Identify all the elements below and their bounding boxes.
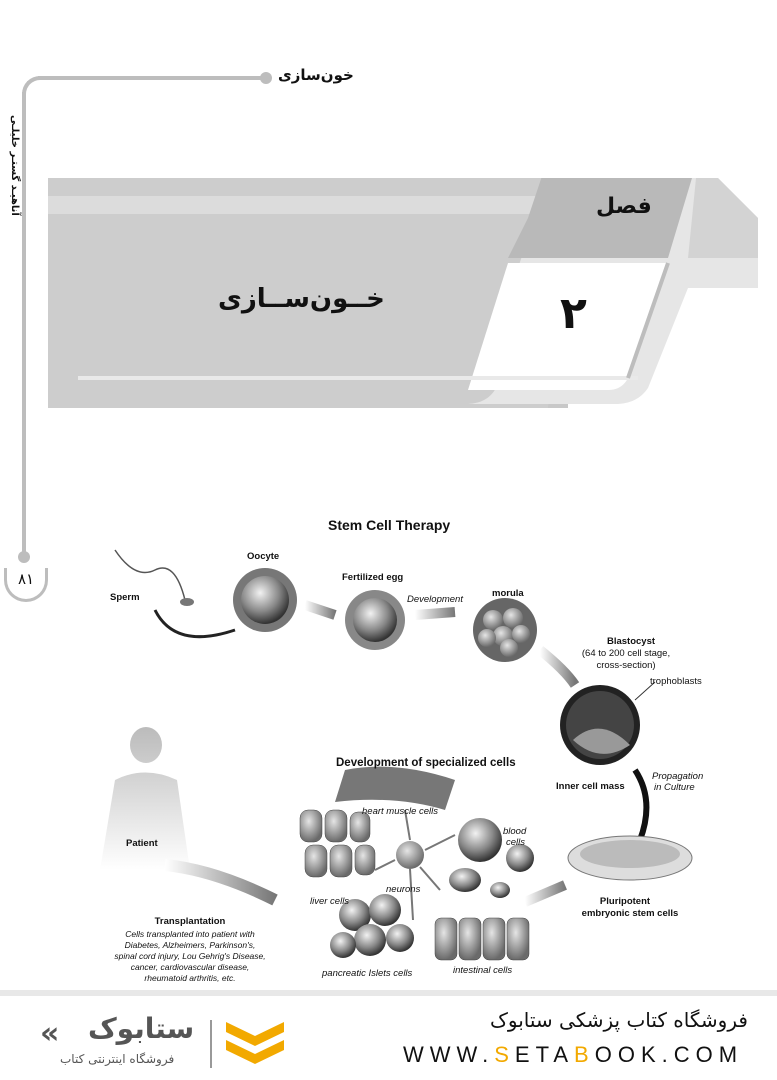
figure-title: Stem Cell Therapy: [328, 517, 451, 533]
running-head: خون‌سازی: [278, 66, 354, 84]
logo-subtitle: فروشگاه اینترنتی کتاب: [60, 1052, 175, 1066]
header-rail-corner: [22, 76, 42, 96]
label-propagation1: Propagation: [652, 771, 704, 782]
url-mid: ETA: [514, 1042, 575, 1067]
label-morula: morula: [492, 588, 524, 599]
header-rail-vertical: [22, 92, 26, 554]
rail-dot-bottom: [18, 551, 30, 563]
label-trans2: Diabetes, Alzheimers, Parkinson's,: [124, 940, 256, 950]
chapter-banner: [48, 178, 758, 408]
url-b: B: [574, 1042, 595, 1067]
label-transplantation: Transplantation: [154, 916, 226, 927]
footer-brand-text: فروشگاه کتاب پزشکی ستابوک: [490, 1008, 748, 1032]
label-pancreatic: pancreatic Islets cells: [322, 968, 413, 979]
footer-divider: [0, 990, 777, 996]
label-inner-cell-mass: Inner cell mass: [556, 781, 625, 792]
label-blood1: blood: [503, 826, 527, 837]
url-end: OOK.COM: [594, 1042, 744, 1067]
label-fertilized-egg: Fertilized egg: [342, 572, 404, 583]
label-trophoblasts: trophoblasts: [650, 676, 702, 687]
chapter-number: ۲: [560, 288, 587, 339]
label-pluripotent2: embryonic stem cells: [581, 908, 679, 919]
chapter-word: فصل: [596, 194, 652, 219]
label-trans1: Cells transplanted into patient with: [125, 929, 255, 939]
label-trans4: cancer, cardiovascular disease,: [130, 962, 250, 972]
url-prefix: WWW.: [403, 1042, 495, 1067]
label-specialized-cells: Development of specialized cells: [336, 757, 516, 769]
label-blastocyst-note1: (64 to 200 cell stage,: [581, 648, 671, 659]
label-heart-muscle: heart muscle cells: [362, 806, 439, 817]
page-number-frame: [4, 568, 48, 602]
chapter-title: خــون‌ســازی: [218, 284, 385, 314]
footer-url[interactable]: WWW.SETABOOK.COM: [403, 1042, 743, 1068]
label-propagation2: in Culture: [654, 782, 695, 793]
logo-chevrons-icon: «: [40, 1016, 60, 1051]
label-intestinal: intestinal cells: [453, 965, 513, 976]
label-sperm: Sperm: [110, 592, 140, 603]
label-blood2: cells: [506, 837, 526, 848]
logo-separator: [210, 1020, 212, 1068]
label-neurons: neurons: [386, 884, 421, 895]
stem-cell-illustration: [100, 549, 693, 961]
label-trans5: rheumatoid arthritis, etc.: [144, 973, 236, 983]
logo-name: ستابوک: [88, 1012, 195, 1045]
logo-book-icon: [226, 1022, 284, 1064]
page-number: ۸۱: [17, 570, 35, 588]
url-s: S: [494, 1042, 515, 1067]
label-pluripotent1: Pluripotent: [599, 896, 651, 907]
label-development: Development: [407, 594, 463, 605]
label-oocyte: Oocyte: [247, 551, 280, 562]
label-patient: Patient: [126, 838, 158, 849]
label-trans3: spinal cord injury, Lou Gehrig's Disease…: [114, 951, 266, 961]
rail-dot-top: [260, 72, 272, 84]
label-blastocyst: Blastocyst: [606, 636, 656, 647]
header-rail-horizontal: [38, 76, 264, 80]
label-liver: liver cells: [310, 896, 350, 907]
side-author: آناهیـد گستـر خلیلـی: [9, 114, 20, 216]
label-blastocyst-note2: cross-section): [596, 660, 656, 671]
